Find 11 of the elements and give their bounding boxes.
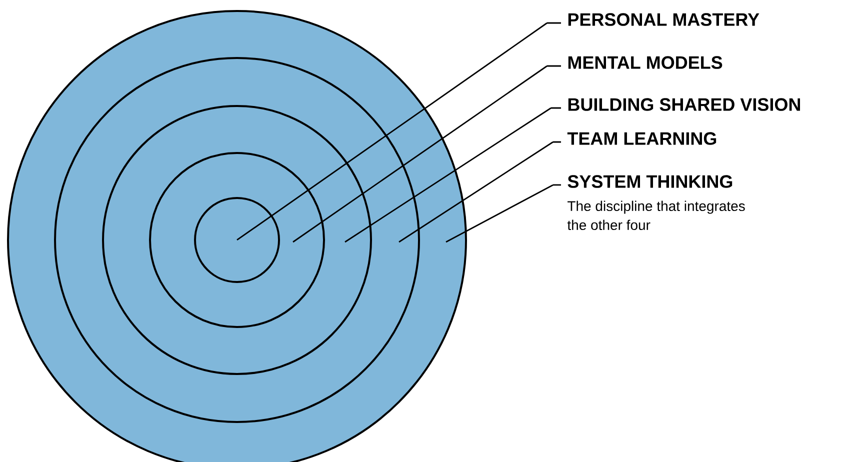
discipline-label: TEAM LEARNING bbox=[567, 132, 716, 145]
ring bbox=[194, 197, 280, 283]
discipline-label: BUILDING SHARED VISION bbox=[568, 98, 800, 111]
leader-line bbox=[445, 184, 562, 243]
leader-line bbox=[344, 107, 562, 243]
leader-line bbox=[236, 22, 562, 241]
discipline-label: SYSTEM THINKING The discipline that integrates the other four bbox=[567, 175, 745, 230]
leader-line bbox=[398, 141, 562, 243]
discipline-label: PERSONAL MASTERY bbox=[568, 13, 760, 26]
leader-line bbox=[292, 65, 562, 243]
discipline-label: MENTAL MODELS bbox=[568, 56, 722, 69]
